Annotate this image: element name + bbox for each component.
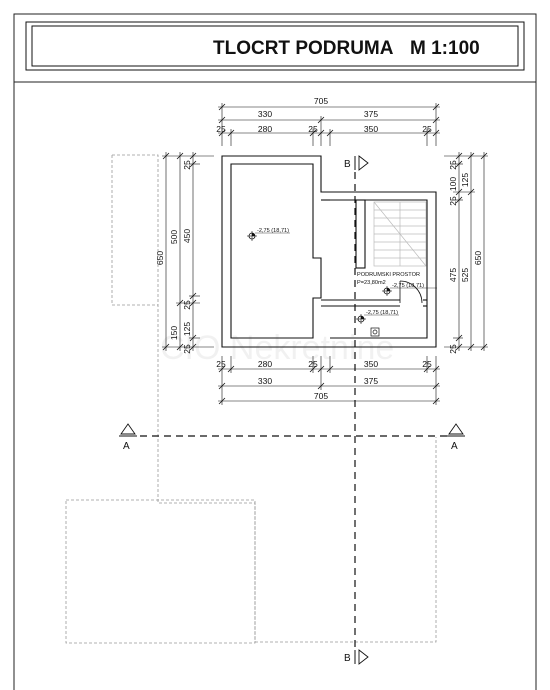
dimension-ticks-bottom (218, 365, 440, 405)
dim-bot-right: 375 (364, 376, 378, 386)
drawing-title: TLOCRT PODRUMA (213, 38, 394, 59)
dim-right-125: 125 (460, 173, 470, 187)
dim-right-25b: 25 (448, 196, 458, 206)
dimension-lines-left (162, 152, 214, 351)
dimension-lines-bottom (218, 356, 440, 405)
dim-top-overall: 705 (314, 96, 328, 106)
drawing-scale: M 1:100 (410, 38, 480, 59)
dim-top-room-b: 350 (364, 124, 378, 134)
dim-left-150: 150 (169, 326, 179, 340)
dim-bot-wall-a: 25 (216, 359, 226, 369)
dimension-ticks-left (162, 152, 197, 351)
dim-right-525: 525 (460, 268, 470, 282)
level-marker-corridor (356, 314, 399, 324)
dimension-lines-right (444, 152, 488, 351)
room-name: PODRUMSKI PROSTOR (357, 272, 420, 278)
title-frame-inner (31, 25, 519, 67)
level-basement: -2,75 (18,71) (392, 283, 424, 289)
section-a-right-label: A (451, 441, 458, 452)
dim-top-left: 330 (258, 109, 272, 119)
dim-right-overall: 650 (473, 251, 483, 265)
dim-bot-left: 330 (258, 376, 272, 386)
dim-right-475: 475 (448, 268, 458, 282)
dim-right-25c: 25 (448, 344, 458, 354)
dim-bot-wall-c: 25 (422, 359, 432, 369)
dim-left-450: 450 (182, 229, 192, 243)
dim-top-right: 375 (364, 109, 378, 119)
dim-top-wall-c: 25 (422, 124, 432, 134)
watermark: CIO Nekretnine (160, 329, 394, 367)
level-marker-basement (382, 286, 437, 296)
upper-floor-outline (65, 154, 437, 644)
dim-top-wall-b: 25 (308, 124, 318, 134)
dim-bot-room-a: 280 (258, 359, 272, 369)
dim-left-25a: 25 (182, 160, 192, 170)
sheet-border (13, 13, 537, 690)
dim-bot-room-b: 350 (364, 359, 378, 369)
section-a-left-label: A (123, 441, 130, 452)
basement-walls (221, 155, 437, 348)
dim-right-25a: 25 (448, 160, 458, 170)
section-line-a (119, 423, 465, 437)
level-marker-left-room (247, 231, 290, 241)
dim-bot-wall-b: 25 (308, 359, 318, 369)
level-corridor: -2,75 (18,71) (366, 310, 398, 316)
stairs (373, 201, 427, 267)
floor-drain (370, 327, 380, 337)
section-b-top-label: B (344, 159, 351, 170)
level-left-room: -2,75 (18,71) (257, 228, 289, 234)
dim-left-overall: 650 (155, 251, 165, 265)
room-area: P=23,80m2 (357, 280, 386, 286)
section-line-b (354, 155, 369, 665)
dim-left-500: 500 (169, 230, 179, 244)
dimension-lines-top (218, 103, 440, 146)
dim-right-100: 100 (448, 177, 458, 191)
door-swing (399, 280, 423, 304)
dim-left-125: 125 (182, 322, 192, 336)
dim-left-25b: 25 (182, 300, 192, 310)
title-frame-outer (25, 21, 525, 71)
dim-top-room-a: 280 (258, 124, 272, 134)
dim-bot-overall: 705 (314, 391, 328, 401)
dim-top-wall-a: 25 (216, 124, 226, 134)
section-b-bottom-label: B (344, 653, 351, 664)
dim-left-25c: 25 (182, 344, 192, 354)
